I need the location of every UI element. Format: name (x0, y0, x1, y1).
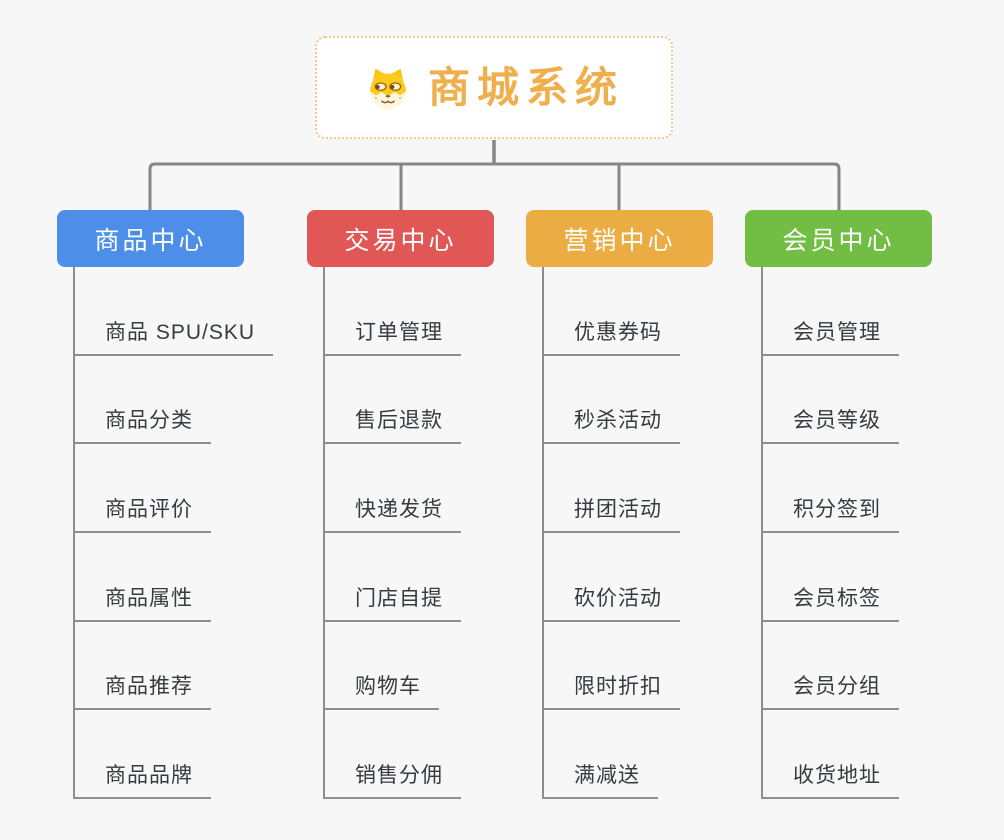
branch-node[interactable]: 交易中心 (307, 210, 494, 267)
leaf-row: 购物车 (307, 622, 567, 711)
branch-node[interactable]: 商品中心 (57, 210, 244, 267)
branch-node[interactable]: 会员中心 (745, 210, 932, 267)
leaf-node[interactable]: 限时折扣 (542, 670, 680, 711)
leaf-node[interactable]: 会员等级 (761, 404, 899, 445)
leaf-row: 商品推荐 (57, 622, 317, 711)
leaf-row: 积分签到 (745, 444, 1004, 533)
branch-column-1: 商品中心商品 SPU/SKU 商品分类商品评价商品属性商品推荐商品品牌 (57, 210, 317, 799)
leaf-row: 满减送 (526, 710, 786, 799)
leaf-row: 拼团活动 (526, 444, 786, 533)
branch-spine-line (542, 267, 544, 799)
leaf-row: 限时折扣 (526, 622, 786, 711)
leaf-row: 收货地址 (745, 710, 1004, 799)
leaf-node[interactable]: 拼团活动 (542, 493, 680, 533)
leaf-row: 售后退款 (307, 356, 567, 445)
leaf-node[interactable]: 售后退款 (323, 404, 461, 445)
leaf-node[interactable]: 满减送 (542, 759, 658, 799)
leaf-row: 会员等级 (745, 356, 1004, 445)
leaf-node[interactable]: 商品属性 (73, 582, 211, 622)
leaf-row: 会员管理 (745, 267, 1004, 356)
leaf-row: 销售分佣 (307, 710, 567, 799)
leaf-node[interactable]: 商品推荐 (73, 670, 211, 711)
leaf-row: 订单管理 (307, 267, 567, 356)
branch-node[interactable]: 营销中心 (526, 210, 713, 267)
leaf-node[interactable]: 商品品牌 (73, 759, 211, 799)
leaf-node[interactable]: 收货地址 (761, 759, 899, 799)
leaf-node[interactable]: 门店自提 (323, 582, 461, 622)
leaf-row: 秒杀活动 (526, 356, 786, 445)
leaf-row: 砍价活动 (526, 533, 786, 622)
leaf-node[interactable]: 优惠券码 (542, 316, 680, 356)
leaf-node[interactable]: 砍价活动 (542, 582, 680, 622)
leaf-row: 商品评价 (57, 444, 317, 533)
branch-column-4: 会员中心会员管理会员等级积分签到会员标签会员分组收货地址 (745, 210, 1004, 799)
leaf-node[interactable]: 秒杀活动 (542, 404, 680, 445)
leaf-row: 会员分组 (745, 622, 1004, 711)
root-node[interactable]: 商城系统 (315, 36, 673, 139)
branch-spine-line (73, 267, 75, 799)
branch-column-2: 交易中心订单管理售后退款快递发货门店自提购物车销售分佣 (307, 210, 567, 799)
leaf-node[interactable]: 商品评价 (73, 493, 211, 533)
dog-face-icon (364, 65, 412, 111)
leaf-node[interactable]: 购物车 (323, 670, 439, 711)
leaf-row: 商品品牌 (57, 710, 317, 799)
leaf-node[interactable]: 会员分组 (761, 670, 899, 711)
leaf-node[interactable]: 会员管理 (761, 316, 899, 356)
root-title: 商城系统 (427, 63, 624, 111)
leaf-node[interactable]: 积分签到 (761, 493, 899, 533)
leaf-row: 商品分类 (57, 356, 317, 445)
leaf-node[interactable]: 商品分类 (73, 404, 211, 445)
leaf-row: 门店自提 (307, 533, 567, 622)
leaf-node[interactable]: 商品 SPU/SKU (73, 316, 274, 356)
leaf-row: 快递发货 (307, 444, 567, 533)
leaf-node[interactable]: 销售分佣 (323, 759, 461, 799)
leaf-node[interactable]: 快递发货 (323, 493, 461, 533)
leaf-row: 商品属性 (57, 533, 317, 622)
branch-column-3: 营销中心优惠券码秒杀活动拼团活动砍价活动限时折扣满减送 (526, 210, 786, 799)
leaf-node[interactable]: 会员标签 (761, 582, 899, 622)
leaf-node[interactable]: 订单管理 (323, 316, 461, 356)
leaf-row: 会员标签 (745, 533, 1004, 622)
leaf-row: 优惠券码 (526, 267, 786, 356)
branch-spine-line (323, 267, 325, 799)
leaf-row: 商品 SPU/SKU (57, 267, 317, 356)
branch-spine-line (761, 267, 763, 799)
